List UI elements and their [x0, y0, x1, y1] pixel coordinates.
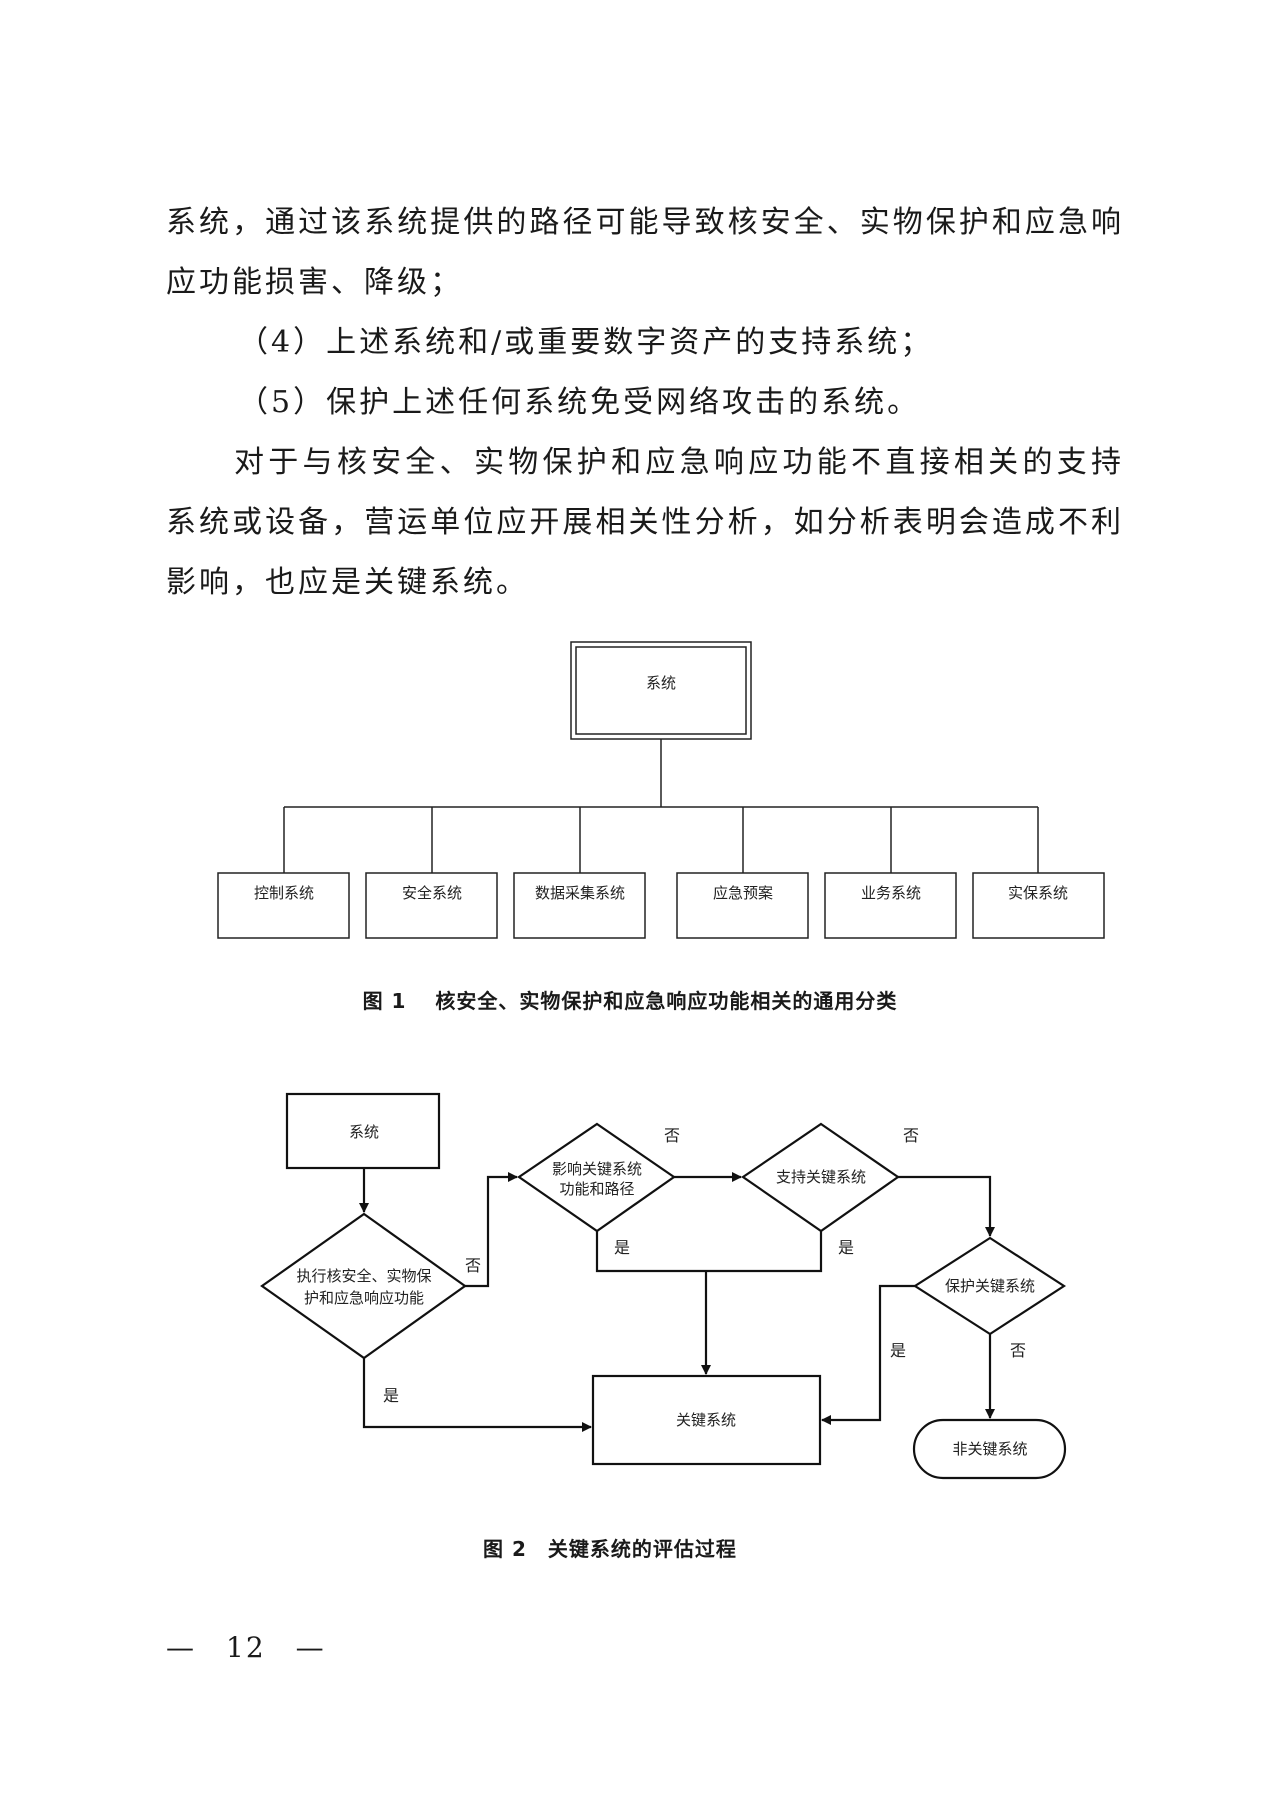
non-critical-terminal — [912, 1418, 1067, 1480]
child-label-4: 应急预案 — [713, 884, 773, 902]
child-label-1: 控制系统 — [254, 884, 314, 902]
child-box-2 — [365, 872, 498, 939]
perform-label-line-1: 执行核安全、实物保 — [296, 1267, 431, 1285]
body-paragraph-2: （4）上述系统和/或重要数字资产的支持系统； — [238, 325, 934, 360]
figure-1-caption: 图 1 核安全、实物保护和应急响应功能相关的通用分类 — [362, 989, 898, 1013]
child-label-6: 实保系统 — [1008, 884, 1068, 902]
protect-label: 保护关键系统 — [945, 1277, 1035, 1295]
perform-label-line-2: 护和应急响应功能 — [304, 1289, 424, 1307]
child-label-3: 数据采集系统 — [535, 884, 625, 902]
affect-label-line-2: 功能和路径 — [559, 1180, 634, 1198]
no-label-perform: 否 — [465, 1256, 481, 1275]
no-label-protect: 否 — [1010, 1341, 1026, 1360]
page-number: — 12 — — [166, 1631, 326, 1664]
child-box-6 — [972, 872, 1105, 939]
child-label-5: 业务系统 — [861, 884, 921, 902]
child-box-1 — [217, 872, 350, 939]
no-label-affect: 否 — [664, 1126, 680, 1145]
child-box-4 — [676, 872, 809, 939]
figure-2-caption: 图 2 关键系统的评估过程 — [483, 1537, 737, 1561]
no-label-support: 否 — [903, 1126, 919, 1145]
support-label: 支持关键系统 — [776, 1168, 866, 1186]
root-box-inner — [575, 646, 747, 735]
body-paragraph-1: 系统，通过该系统提供的路径可能导致核安全、实物保护和应急响应功能损害、降级； — [166, 205, 1124, 300]
child-box-5 — [824, 872, 957, 939]
critical-system-box — [591, 1374, 822, 1466]
affect-label-line-1: 影响关键系统 — [552, 1160, 642, 1178]
yes-label-perform: 是 — [383, 1386, 399, 1405]
root-label: 系统 — [646, 674, 676, 692]
start-label: 系统 — [349, 1123, 379, 1141]
body-paragraph-3: （5）保护上述任何系统免受网络攻击的系统。 — [238, 385, 921, 420]
yes-label-support: 是 — [838, 1238, 854, 1257]
decision-perform-diamond — [260, 1212, 467, 1360]
figure-2-flowchart: 系统 执行核安全、实物保 护和应急响应功能 影响关键系统 功能和路径 支持关键系… — [260, 1092, 1067, 1480]
figure-1-tree-diagram: 系统 控制系统 安全系统 数据采集系统 应急预案 业务系统 实保系统 — [217, 641, 1105, 939]
child-label-2: 安全系统 — [402, 884, 462, 902]
non-critical-label: 非关键系统 — [952, 1440, 1027, 1458]
child-box-3 — [513, 872, 646, 939]
body-paragraph-4: 对于与核安全、实物保护和应急响应功能不直接相关的支持系统或设备，营运单位应开展相… — [166, 445, 1124, 600]
critical-label: 关键系统 — [676, 1411, 736, 1429]
yes-label-affect: 是 — [614, 1238, 630, 1257]
yes-label-protect: 是 — [890, 1341, 906, 1360]
